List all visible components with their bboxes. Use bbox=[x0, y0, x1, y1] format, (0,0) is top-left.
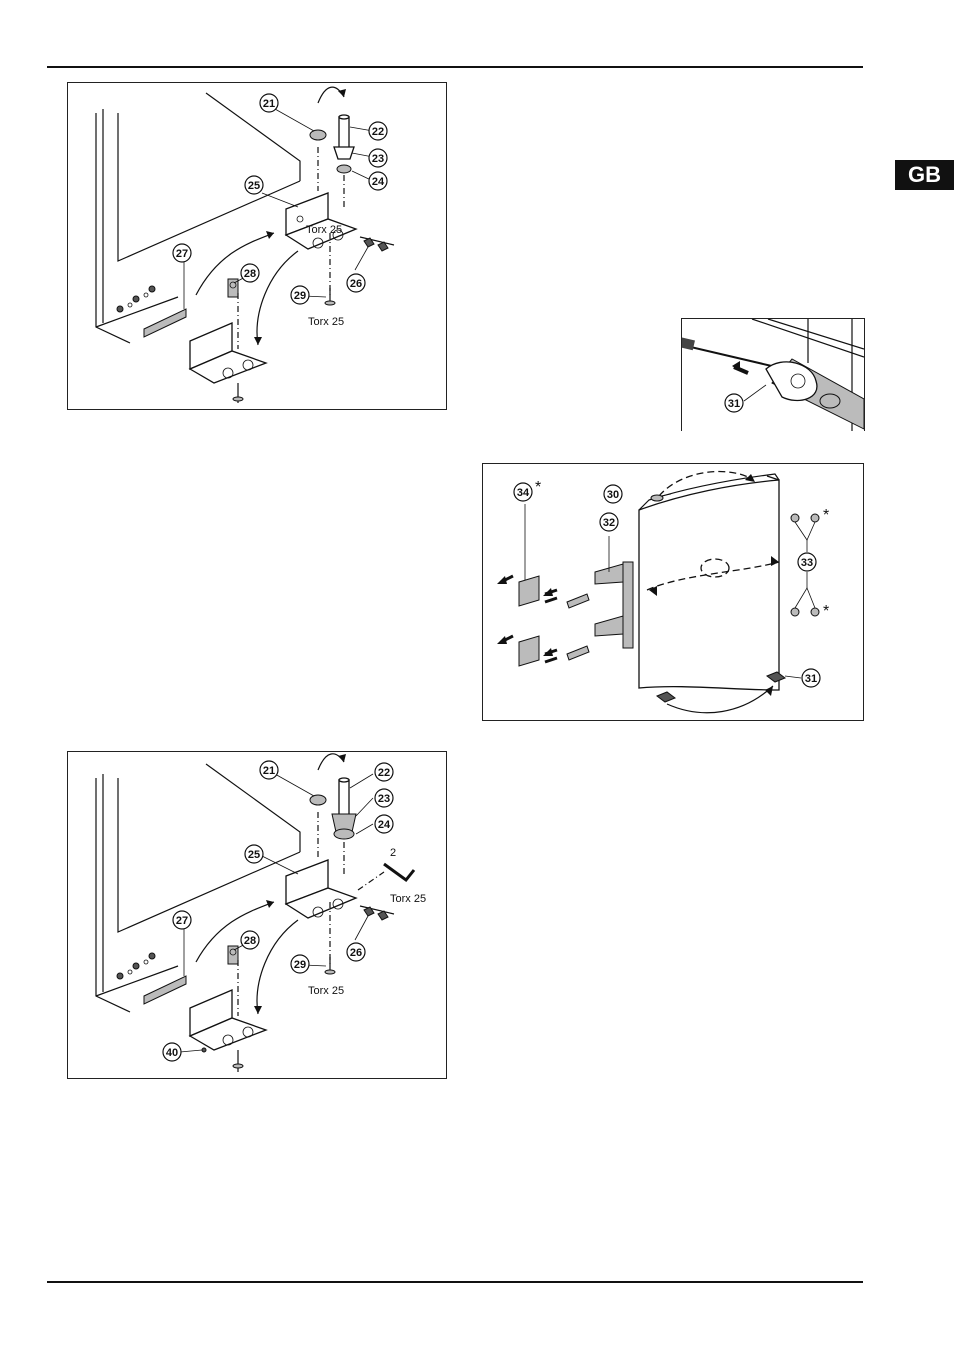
svg-text:25: 25 bbox=[248, 180, 260, 192]
svg-text:31: 31 bbox=[728, 398, 740, 410]
cover-strip bbox=[144, 309, 186, 337]
svg-text:22: 22 bbox=[378, 767, 390, 779]
cover-cap bbox=[310, 795, 326, 805]
handle-bar bbox=[623, 562, 633, 648]
svg-text:21: 21 bbox=[263, 98, 275, 110]
callout-22: 22 bbox=[375, 763, 393, 781]
hex-key-size: 2 bbox=[390, 847, 396, 859]
hinge-refit-diagram: 2 Torx 25 Torx 25 21 22 23 24 25 26 27 28 29 40 bbox=[68, 752, 446, 1078]
figure-door-stop-detail: 31 bbox=[681, 318, 865, 431]
callout-33: 33 bbox=[798, 553, 816, 571]
hinge-diagram: Torx 25 Torx 25 21 22 23 24 25 26 27 28 29 bbox=[68, 83, 446, 409]
callout-29: 29 bbox=[291, 955, 309, 973]
callout-25: 25 bbox=[245, 845, 263, 863]
svg-text:29: 29 bbox=[294, 290, 306, 302]
svg-text:28: 28 bbox=[244, 268, 256, 280]
svg-text:26: 26 bbox=[350, 278, 362, 290]
door-stop bbox=[766, 362, 817, 401]
svg-text:33: 33 bbox=[801, 557, 813, 569]
callout-24: 24 bbox=[375, 815, 393, 833]
torx-label-upper: Torx 25 bbox=[306, 224, 342, 236]
svg-text:31: 31 bbox=[805, 673, 817, 685]
svg-text:23: 23 bbox=[378, 793, 390, 805]
svg-text:24: 24 bbox=[372, 176, 385, 188]
callout-29: 29 bbox=[291, 286, 309, 304]
callout-28: 28 bbox=[241, 264, 259, 282]
callout-21: 21 bbox=[260, 94, 278, 112]
header-rule bbox=[47, 66, 863, 68]
body-screws bbox=[117, 953, 155, 979]
cover-strip-upper bbox=[519, 576, 539, 606]
callout-22: 22 bbox=[369, 122, 387, 140]
asterisk-33-bottom: * bbox=[823, 603, 829, 620]
svg-text:29: 29 bbox=[294, 959, 306, 971]
handle-bracket-bottom bbox=[595, 616, 623, 636]
callout-28: 28 bbox=[241, 931, 259, 949]
svg-text:27: 27 bbox=[176, 248, 188, 260]
callout-31: 31 bbox=[802, 669, 820, 687]
callout-21: 21 bbox=[260, 761, 278, 779]
door-stop-diagram: 31 bbox=[682, 319, 864, 431]
callout-32: 32 bbox=[600, 513, 618, 531]
torx-label-lower: Torx 25 bbox=[308, 985, 344, 997]
svg-text:40: 40 bbox=[166, 1047, 178, 1059]
torx-label-lower: Torx 25 bbox=[308, 316, 344, 328]
footer-rule bbox=[47, 1281, 863, 1283]
callout-27: 27 bbox=[173, 244, 191, 262]
figure-handle-reversal: * * * 34 30 32 33 31 bbox=[482, 463, 864, 721]
figure-hinge-removal: Torx 25 Torx 25 21 22 23 24 25 26 27 28 29 bbox=[67, 82, 447, 410]
svg-text:28: 28 bbox=[244, 935, 256, 947]
svg-text:32: 32 bbox=[603, 517, 615, 529]
torx-label-upper: Torx 25 bbox=[390, 893, 426, 905]
callout-23: 23 bbox=[375, 789, 393, 807]
callout-30: 30 bbox=[604, 485, 622, 503]
svg-text:25: 25 bbox=[248, 849, 260, 861]
callout-24: 24 bbox=[369, 172, 387, 190]
callout-25: 25 bbox=[245, 176, 263, 194]
door-recess bbox=[118, 113, 300, 261]
svg-text:30: 30 bbox=[607, 489, 619, 501]
svg-text:24: 24 bbox=[378, 819, 391, 831]
asterisk-33-top: * bbox=[823, 507, 829, 524]
callout-40: 40 bbox=[163, 1043, 181, 1061]
asterisk-34: * bbox=[535, 479, 541, 496]
svg-text:27: 27 bbox=[176, 915, 188, 927]
svg-text:23: 23 bbox=[372, 153, 384, 165]
svg-text:26: 26 bbox=[350, 947, 362, 959]
language-tab: GB bbox=[895, 160, 954, 190]
svg-text:34: 34 bbox=[517, 487, 530, 499]
callout-34: 34 bbox=[514, 483, 532, 501]
callout-26: 26 bbox=[347, 274, 365, 292]
callout-27: 27 bbox=[173, 911, 191, 929]
figure-hinge-refit: 2 Torx 25 Torx 25 21 22 23 24 25 26 27 28 29 40 bbox=[67, 751, 447, 1079]
cover-cap bbox=[310, 130, 326, 140]
cover-strip-lower bbox=[519, 636, 539, 666]
callout-23: 23 bbox=[369, 149, 387, 167]
screws-26 bbox=[364, 238, 388, 251]
screwdriver bbox=[682, 345, 776, 367]
cover-strip bbox=[144, 976, 186, 1004]
hex-key bbox=[384, 864, 414, 880]
appliance-outline bbox=[96, 113, 130, 343]
appliance-outline bbox=[96, 778, 130, 1012]
svg-text:22: 22 bbox=[372, 126, 384, 138]
handle-diagram: * * * 34 30 32 33 31 bbox=[483, 464, 863, 720]
svg-text:21: 21 bbox=[263, 765, 275, 777]
callout-31: 31 bbox=[725, 394, 743, 412]
callout-26: 26 bbox=[347, 943, 365, 961]
